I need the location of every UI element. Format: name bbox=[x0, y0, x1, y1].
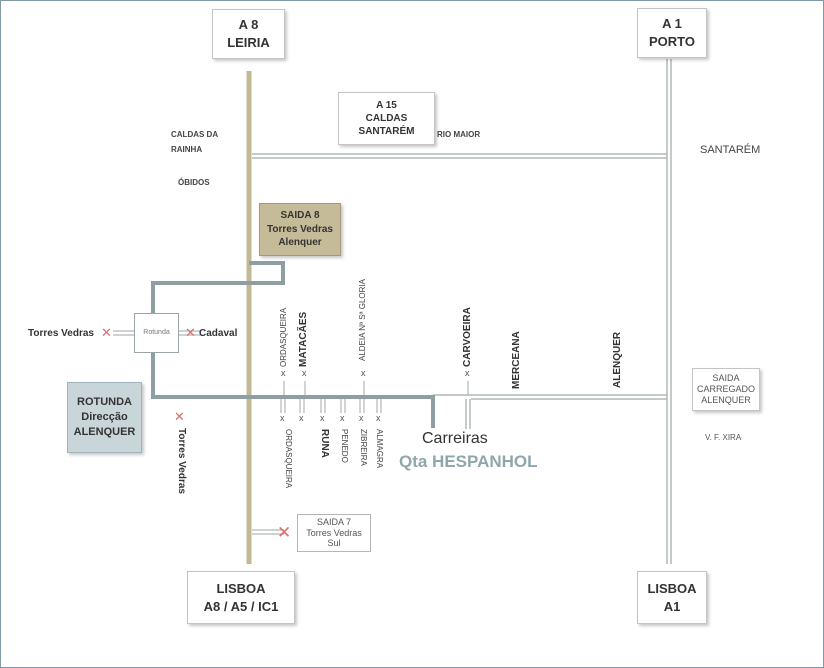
box-saida-carregado: SAIDA CARREGADO ALENQUER bbox=[692, 368, 760, 411]
village-merceana: MERCEANA bbox=[511, 331, 522, 389]
route-exit8-loop bbox=[151, 261, 435, 428]
label-cadaval: Cadaval bbox=[199, 328, 238, 339]
junction-runa-s: x bbox=[320, 413, 325, 423]
box-saida-8: SAIDA 8 Torres Vedras Alenquer bbox=[259, 203, 341, 256]
label-torres-vedras-vertical: Torres Vedras bbox=[176, 428, 187, 494]
label-qta-hespanhol: Qta HESPANHOL bbox=[399, 452, 538, 471]
village-aldeia-gloria: ALDEIA Nª Sª GLORIA bbox=[358, 279, 367, 361]
village-ordasqueira-south: ORDASQUEIRA bbox=[284, 429, 293, 489]
village-zibreira: ZIBREIRA bbox=[359, 429, 368, 466]
box-lisboa-a8: LISBOA A8 / A5 / IC1 bbox=[187, 571, 295, 624]
junction-gloria-n: x bbox=[361, 368, 366, 378]
box-a15: A 15 CALDAS SANTARÉM bbox=[338, 92, 435, 145]
closed-marker-cadaval: ✕ bbox=[185, 325, 196, 340]
label-torres-vedras: Torres Vedras bbox=[28, 328, 94, 339]
village-runa: RUNA bbox=[319, 429, 330, 458]
box-a1-porto: A 1 PORTO bbox=[637, 8, 707, 58]
village-ordasqueira-north: ORDASQUEIRA bbox=[279, 307, 288, 367]
junction-matacaes-s: x bbox=[299, 413, 304, 423]
closed-marker-saida-7: ✕ bbox=[277, 523, 292, 542]
label-rio-maior: RIO MAIOR bbox=[437, 130, 481, 139]
label-santarem: SANTARÉM bbox=[700, 144, 761, 156]
junction-zibreira-s: x bbox=[359, 413, 364, 423]
junction-ordasqueira-n: x bbox=[281, 368, 286, 378]
closed-marker-rotunda-south: ✕ bbox=[174, 409, 185, 424]
label-carreiras: Carreiras bbox=[422, 430, 488, 447]
closed-marker-torres-vedras: ✕ bbox=[101, 325, 112, 340]
village-matacaes: MATACÃES bbox=[298, 311, 309, 367]
box-saida-7: SAIDA 7 Torres Vedras Sul bbox=[297, 514, 371, 552]
village-carvoeira: CARVOEIRA bbox=[462, 307, 473, 367]
junction-matacaes-n: x bbox=[302, 368, 307, 378]
junction-carvoeira-n: x bbox=[465, 368, 470, 378]
junction-ordasqueira-s: x bbox=[280, 413, 285, 423]
box-a8-leiria: A 8 LEIRIA bbox=[212, 9, 285, 59]
label-caldas-da: CALDAS DA bbox=[171, 130, 219, 139]
box-rotunda-alenquer: ROTUNDA Direcção ALENQUER bbox=[67, 382, 142, 453]
label-obidos: ÓBIDOS bbox=[178, 178, 210, 187]
village-penedo: PENEDO bbox=[340, 429, 349, 463]
label-rainha: RAINHA bbox=[171, 145, 203, 154]
village-almagra: ALMAGRA bbox=[375, 429, 384, 469]
label-vf-xira: V. F. XIRA bbox=[705, 433, 742, 442]
junction-almagra-s: x bbox=[376, 413, 381, 423]
box-lisboa-a1: LISBOA A1 bbox=[637, 571, 707, 624]
village-alenquer: ALENQUER bbox=[612, 331, 623, 388]
junction-penedo-s: x bbox=[340, 413, 345, 423]
box-rotunda: Rotunda bbox=[134, 313, 179, 353]
